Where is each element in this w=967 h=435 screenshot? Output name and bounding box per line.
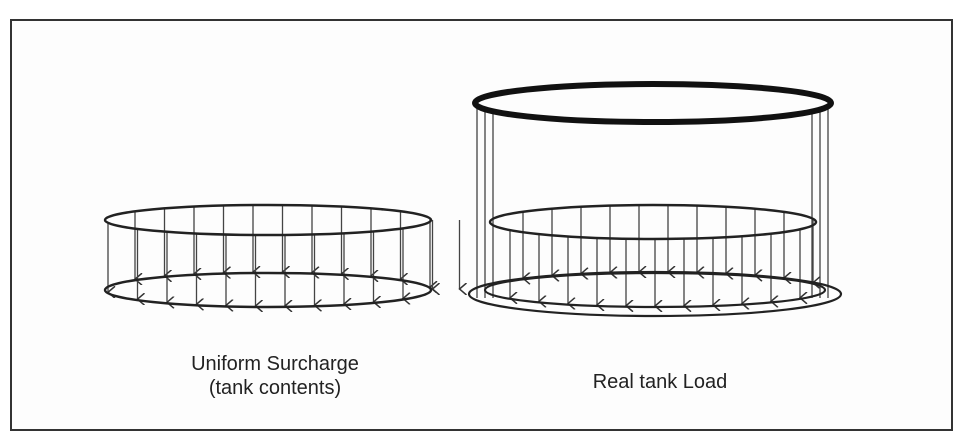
figure-frame bbox=[10, 19, 953, 431]
tank-roof-ring bbox=[472, 81, 834, 125]
tank-floor-outer-ellipse bbox=[467, 270, 843, 318]
uniform-surcharge-tank bbox=[103, 203, 460, 309]
uniform-surcharge-label-line1: Uniform Surcharge bbox=[191, 353, 359, 375]
real-tank bbox=[467, 81, 843, 318]
uniform-surcharge-label: Uniform Surcharge (tank contents) bbox=[150, 352, 400, 400]
real-tank-load-label: Real tank Load bbox=[592, 371, 728, 393]
uniform-surcharge-label-line2: (tank contents) bbox=[208, 377, 342, 399]
surcharge-top-ellipse bbox=[103, 203, 433, 237]
tank-contents-level-ellipse bbox=[488, 203, 818, 241]
surcharge-bottom-ellipse bbox=[103, 271, 433, 309]
